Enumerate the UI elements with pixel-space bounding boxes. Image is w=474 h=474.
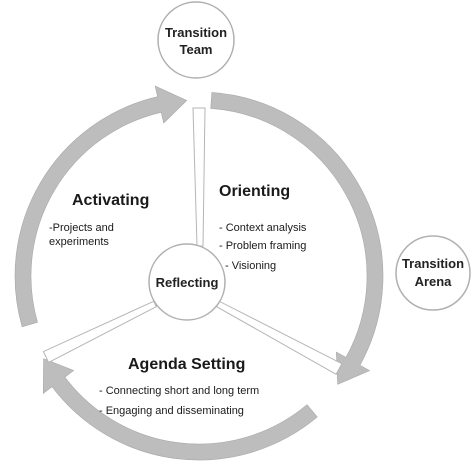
transition-team-line2: Team xyxy=(180,42,213,57)
reflecting-label: Reflecting xyxy=(156,275,219,290)
orienting-item-1: - Context analysis xyxy=(219,222,307,234)
reflecting-circle xyxy=(148,243,226,321)
spoke-lower-left xyxy=(42,300,157,364)
activating-phase: Activating -Projects and experiments xyxy=(49,192,149,248)
transition-team-circle xyxy=(157,1,235,79)
activating-item-1: -Projects and xyxy=(49,222,114,234)
reflecting-node: Reflecting xyxy=(148,243,226,321)
transition-team-node: Transition Team xyxy=(157,1,235,79)
activating-title: Activating xyxy=(72,192,149,209)
transition-team-line1: Transition xyxy=(165,25,227,40)
orienting-item-3: - Visioning xyxy=(225,260,276,272)
transition-arena-circle xyxy=(395,235,471,311)
activating-item-2: experiments xyxy=(49,236,109,248)
orienting-title: Orienting xyxy=(219,183,290,200)
spoke-top xyxy=(192,107,206,247)
transition-arena-line1: Transition xyxy=(402,256,464,271)
agenda-setting-title: Agenda Setting xyxy=(128,356,245,373)
agenda-setting-item-1: - Connecting short and long term xyxy=(99,385,259,397)
orienting-phase: Orienting - Context analysis - Problem f… xyxy=(219,183,307,272)
agenda-setting-item-2: - Engaging and disseminating xyxy=(99,405,244,417)
orienting-item-2: - Problem framing xyxy=(219,240,306,252)
agenda-setting-phase: Agenda Setting - Connecting short and lo… xyxy=(99,356,259,417)
transition-arena-line2: Arena xyxy=(415,274,453,289)
cycle-arrow-agenda-to-activating xyxy=(42,358,318,461)
cycle-arcs xyxy=(14,85,384,461)
cycle-arrow-activating-to-orienting xyxy=(14,85,188,328)
transition-arena-node: Transition Arena xyxy=(395,235,471,311)
cycle-arrow-orienting-to-agenda xyxy=(210,92,384,385)
cycle-spokes xyxy=(42,107,343,375)
